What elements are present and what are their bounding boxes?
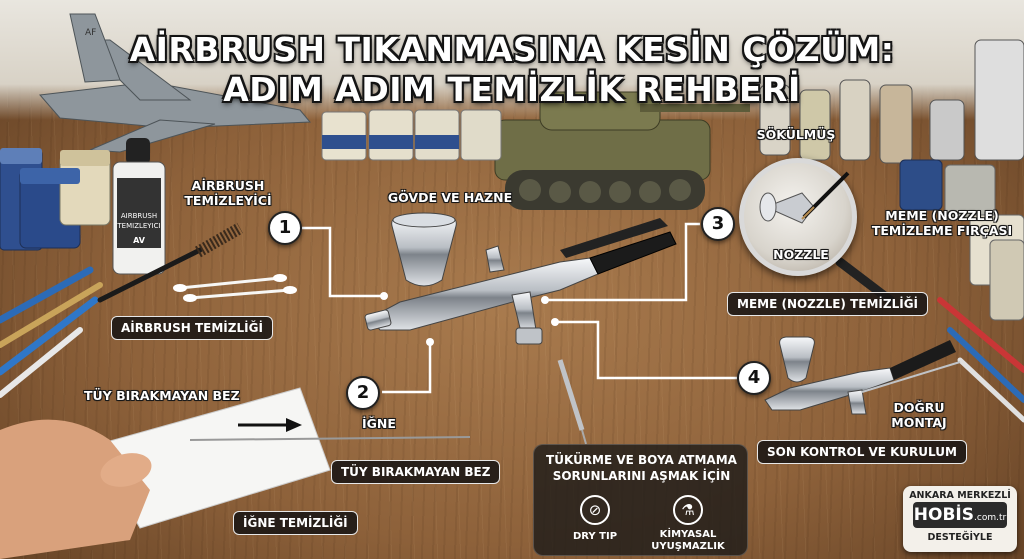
step-4-marker: 4	[737, 361, 771, 395]
badge-domain: .com.tr	[974, 513, 1007, 523]
step-2-marker: 2	[346, 376, 380, 410]
nozzle-magnifier	[739, 158, 857, 276]
chemical-flask-icon: ⚗	[673, 495, 703, 525]
tip-label-chemical: KİMYASAL UYUŞMAZLIK	[651, 529, 725, 552]
page-title-line-1: AİRBRUSH TIKANMASINA KESİN ÇÖZÜM:	[129, 30, 895, 69]
nozzle-closeup-icon	[759, 171, 850, 224]
paint-brushes-left	[0, 266, 103, 398]
tip-label-dry-tip: DRY TIP	[572, 531, 618, 542]
tips-heading: TÜKÜRME VE BOYA ATMAMA SORUNLARINI AŞMAK…	[546, 453, 737, 483]
leader-step-3	[545, 222, 700, 302]
badge-bottom-text: DESTEĞİYLE	[927, 532, 993, 543]
badge-top-text: ANKARA MERKEZLİ	[909, 490, 1011, 501]
paint-bottles-right	[759, 39, 1024, 321]
badge-brand-logo: HOBİS.com.tr	[913, 502, 1007, 528]
cleaner-bottle-brand: AV	[133, 236, 146, 245]
label-lint-free-cloth-top: TÜY BIRAKMAYAN BEZ	[84, 388, 240, 403]
label-correct-assembly: DOĞRU MONTAJ	[891, 400, 947, 430]
label-needle: İĞNE	[362, 416, 396, 431]
pill-lint-free-cloth: TÜY BIRAKMAYAN BEZ	[331, 460, 501, 484]
label-airbrush-cleaner: AİRBRUSH TEMİZLEYİCİ	[184, 178, 272, 208]
pill-needle-cleaning: İĞNE TEMİZLİĞİ	[233, 511, 358, 535]
tips-panel: TÜKÜRME VE BOYA ATMAMA SORUNLARINI AŞMAK…	[533, 444, 748, 556]
step-3-marker: 3	[701, 207, 735, 241]
paint-brushes-right	[937, 297, 1024, 423]
cleaner-bottle-text-1: AIRBRUSH	[121, 212, 157, 220]
leader-step-2	[382, 342, 432, 394]
step-1-marker: 1	[268, 211, 302, 245]
pill-airbrush-cleaning: AİRBRUSH TEMİZLİĞİ	[111, 316, 273, 340]
dry-tip-icon: ⊘	[580, 495, 610, 525]
leader-step-4	[555, 320, 737, 380]
pipe-brush-and-swabs	[97, 222, 297, 303]
model-tank-illustration	[494, 91, 750, 210]
page-title-line-2: ADIM ADIM TEMİZLİK REHBERİ	[223, 70, 801, 109]
label-body-and-cup: GÖVDE VE HAZNE	[387, 190, 513, 205]
jet-marking-text: AF	[85, 28, 96, 38]
cleaner-bottle-illustration	[112, 138, 166, 275]
cleaner-bottle-text-2: TEMIZLEYICI	[116, 222, 160, 230]
label-disassembled: SÖKÜLMÜŞ	[756, 127, 836, 142]
label-nozzle-brush: MEME (NOZZLE) TEMİZLEME FIRÇASI	[871, 208, 1013, 238]
badge-brand: HOBİS	[913, 505, 975, 525]
pill-nozzle-cleaning: MEME (NOZZLE) TEMİZLİĞİ	[727, 292, 929, 316]
sponsor-badge: ANKARA MERKEZLİ HOBİS.com.tr DESTEĞİYLE	[903, 486, 1017, 552]
pill-final-check: SON KONTROL VE KURULUM	[757, 440, 967, 464]
paint-jars-left	[0, 148, 111, 251]
paint-jars-row	[321, 109, 502, 161]
leader-step-1	[302, 226, 384, 298]
label-nozzle: NOZZLE	[773, 247, 829, 262]
model-jet-illustration	[39, 13, 312, 153]
